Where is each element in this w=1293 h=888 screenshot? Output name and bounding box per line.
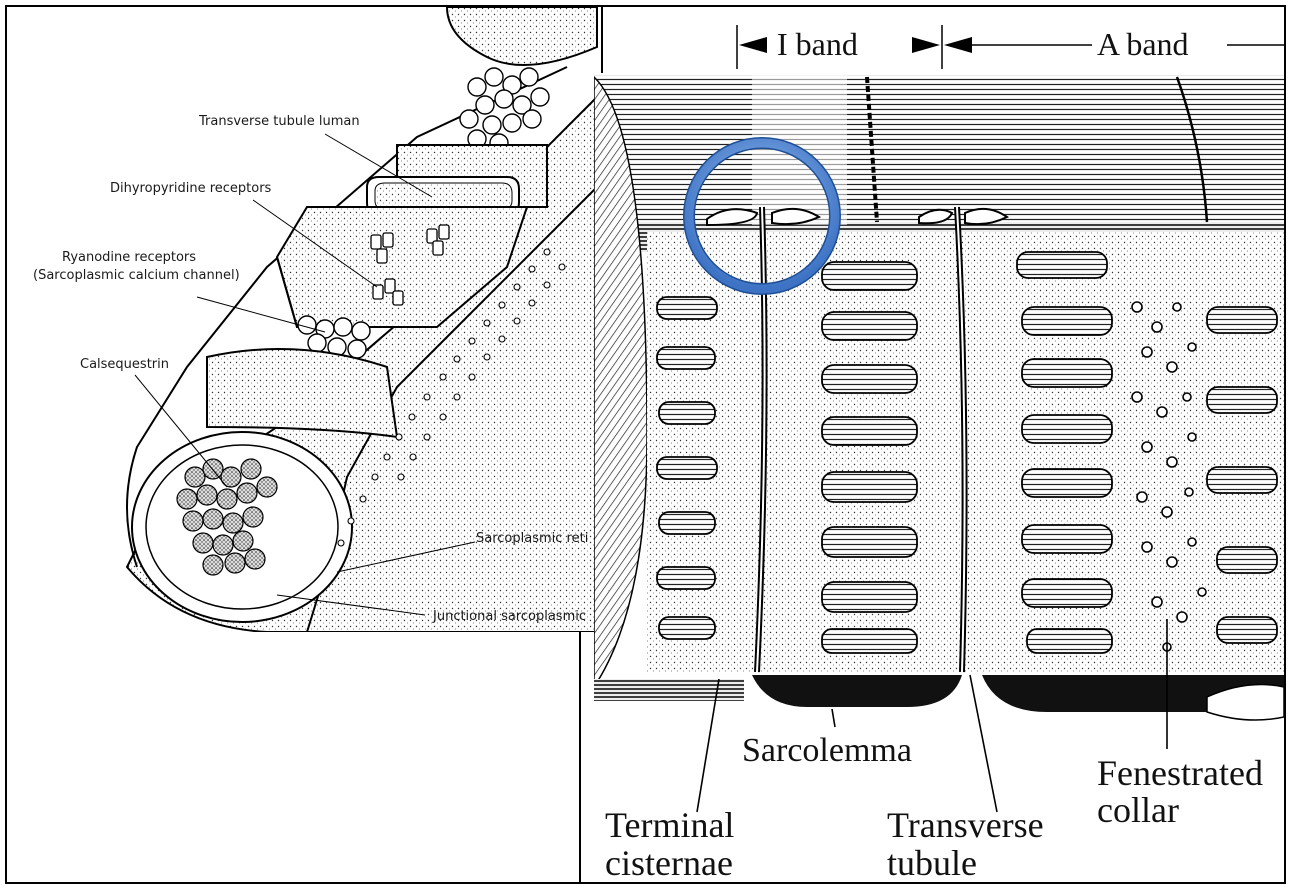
label-dihydropyridine-receptors: Dihyropyridine receptors	[110, 181, 272, 196]
i-band-left-arrow	[739, 37, 767, 53]
figure-frame: Transverse tubule luman Dihyropyridine r…	[5, 5, 1286, 884]
sr-network-windows-left	[657, 297, 717, 639]
muscle-triad-figure: Transverse tubule luman Dihyropyridine r…	[7, 7, 1284, 882]
label-tubule: tubule	[887, 843, 977, 882]
label-calsequestrin: Calsequestrin	[80, 357, 169, 372]
label-collar: collar	[1097, 790, 1179, 830]
label-ryanodine-receptors: Ryanodine receptors	[62, 250, 196, 265]
label-i-band: I band	[777, 26, 858, 62]
band-header: I band A band	[602, 7, 1284, 75]
label-sarcolemma: Sarcolemma	[742, 732, 912, 769]
terminal-cisterna-upper	[207, 349, 397, 437]
label-junctional-sarcoplasmic: Junctional sarcoplasmic	[432, 609, 586, 624]
label-a-band: A band	[1097, 26, 1189, 62]
label-transverse-tubule-lumen: Transverse tubule luman	[198, 114, 360, 129]
label-fenestrated: Fenestrated	[1097, 753, 1263, 793]
i-band-right-arrow	[912, 37, 940, 53]
label-terminal: Terminal	[605, 805, 734, 845]
label-sarcoplasmic-reticulum: Sarcoplasmic reti	[476, 531, 588, 546]
label-sarcoplasmic-calcium-channel: (Sarcoplasmic calcium channel)	[33, 268, 240, 283]
label-cisternae: cisternae	[605, 843, 733, 882]
label-transverse: Transverse	[887, 805, 1044, 845]
myofibril-striations	[594, 75, 1284, 225]
left-panel-illustration: Transverse tubule luman Dihyropyridine r…	[7, 7, 599, 632]
